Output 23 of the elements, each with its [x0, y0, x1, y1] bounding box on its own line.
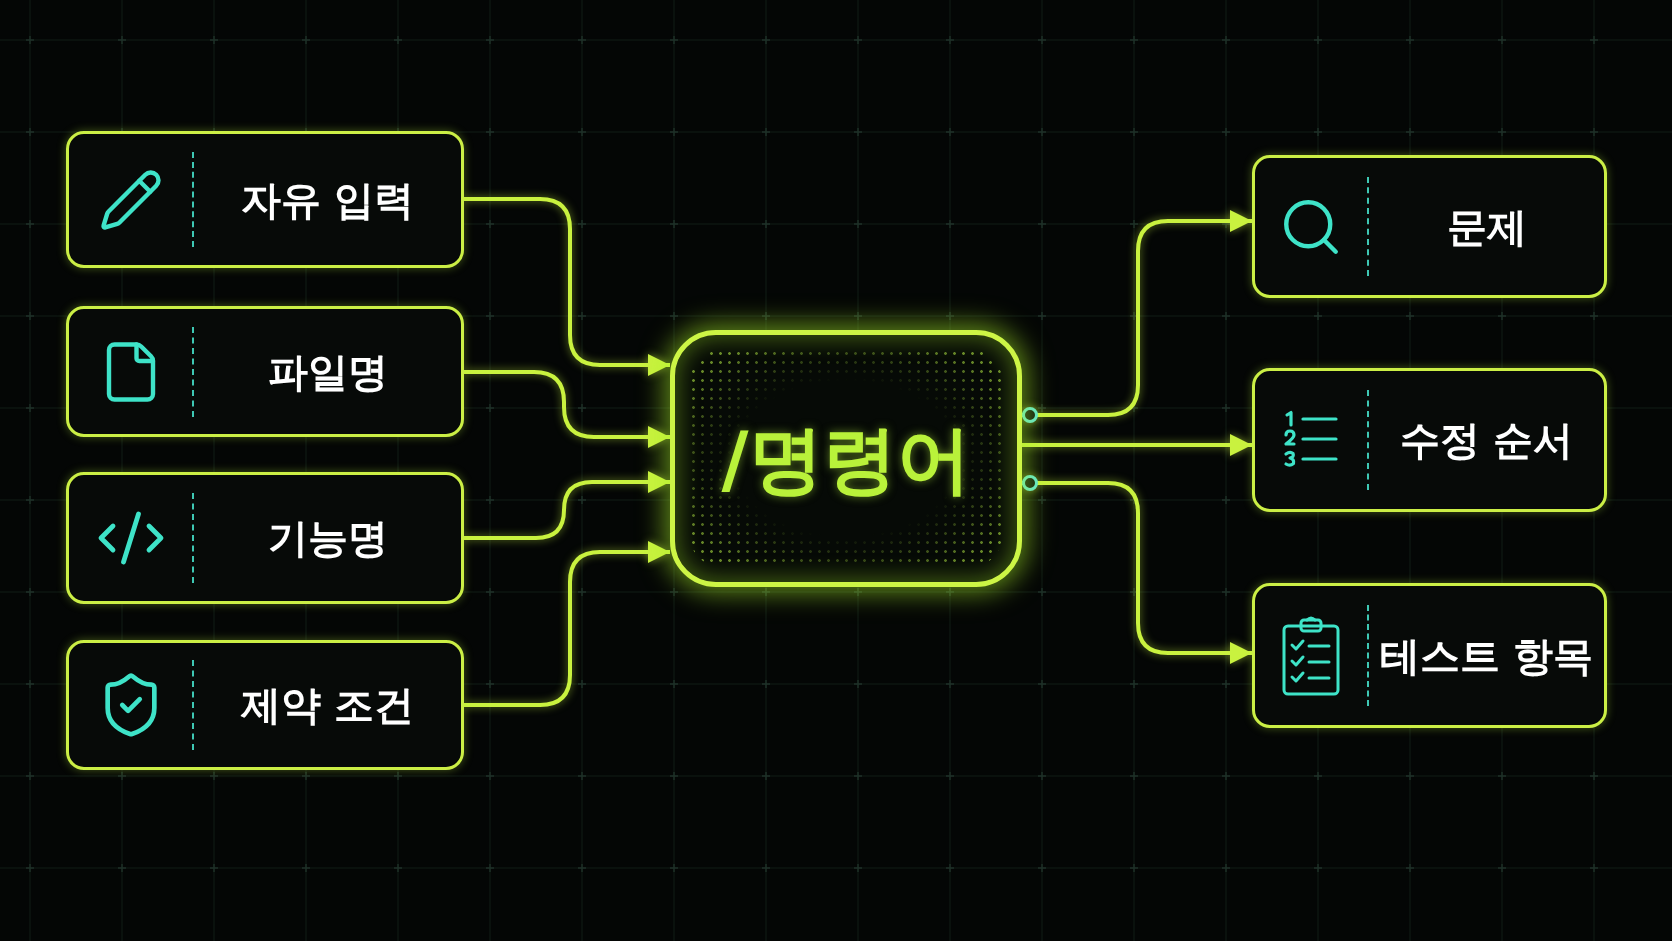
- input-box: [66, 640, 464, 770]
- command-box: [670, 330, 1022, 587]
- node-label: 문제: [1446, 202, 1527, 252]
- arrow: [464, 471, 670, 540]
- arrow: [1022, 434, 1252, 456]
- node-label: 기능명: [267, 514, 388, 563]
- arrow: [464, 541, 670, 707]
- node-label: 제약 조건: [240, 681, 415, 730]
- input-box: [66, 131, 464, 268]
- input-box: [66, 306, 464, 437]
- arrow: [464, 370, 670, 448]
- input-box: [66, 472, 464, 604]
- node-label: 수정 순서: [1399, 416, 1574, 465]
- command-label: /명령어: [721, 421, 971, 496]
- node-label: 자유 입력: [240, 175, 415, 225]
- arrow: [464, 197, 670, 376]
- arrow: [1022, 210, 1252, 423]
- output-box: [1252, 583, 1607, 728]
- arrow: [1022, 475, 1252, 664]
- node-label: 테스트 항목: [1379, 631, 1594, 681]
- node-label: 파일명: [267, 347, 388, 397]
- output-box: [1252, 155, 1607, 298]
- output-box: [1252, 368, 1607, 512]
